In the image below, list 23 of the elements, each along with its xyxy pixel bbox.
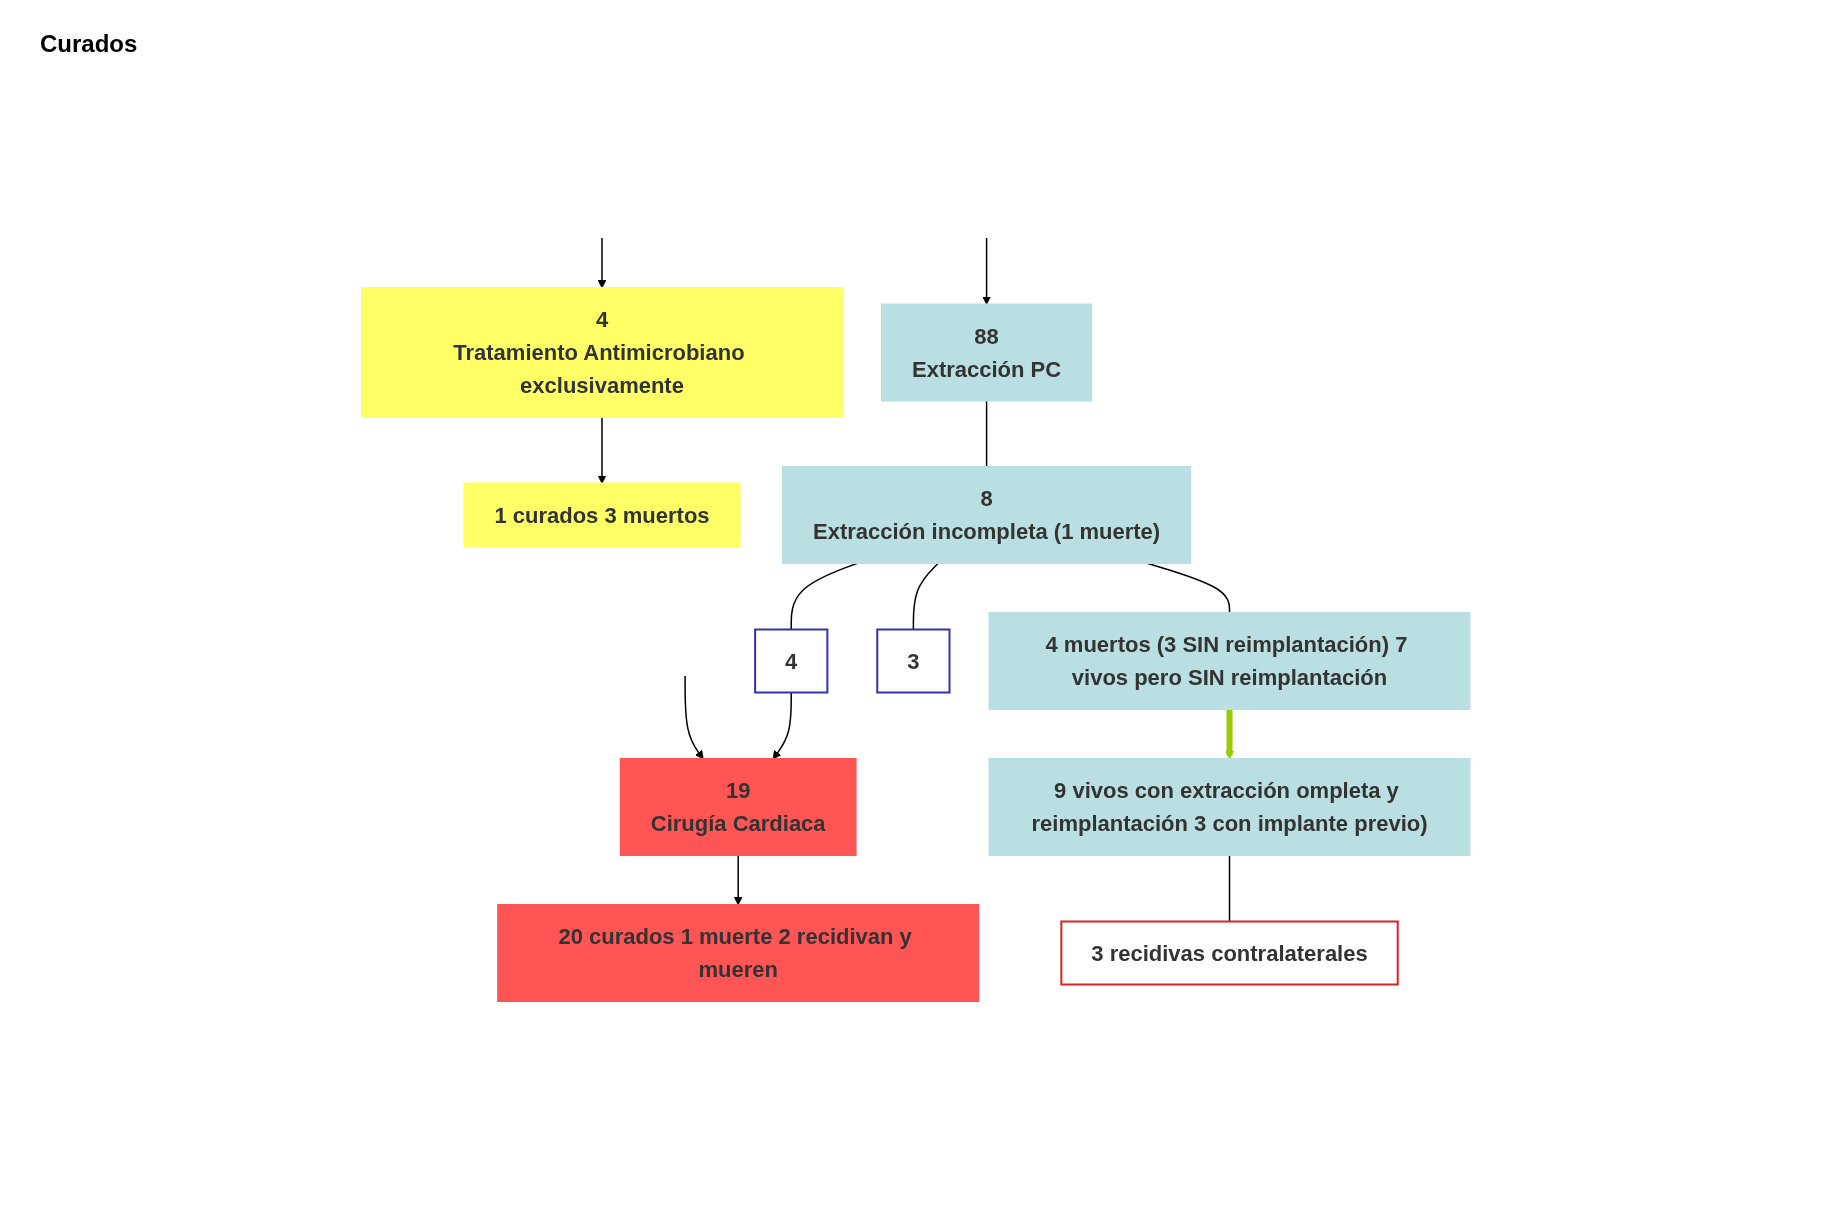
node-box: 1 curados 3 muertos — [463, 482, 741, 547]
arrow — [733, 853, 743, 905]
node-box: 3 recidivas contralaterales — [1060, 920, 1399, 985]
connector — [985, 399, 988, 468]
arrow — [597, 236, 607, 288]
arrow — [684, 674, 704, 759]
connector — [790, 561, 859, 630]
node-box: 4 muertos (3 SIN reimplantación) 7 vivos pero SIN reimplantación — [988, 611, 1471, 710]
connector — [1228, 853, 1230, 922]
arrow — [1224, 708, 1234, 759]
arrow — [772, 691, 792, 759]
node-box: 20 curados 1 muerte 2 recidivan y mueren — [496, 903, 979, 1002]
note-text: Curados — [40, 30, 138, 58]
arrow — [981, 236, 991, 305]
node-box: 8 Extracción incompleta (1 muerte) — [781, 465, 1191, 564]
arrow — [597, 415, 607, 484]
node-box: 4 — [753, 628, 829, 693]
node-box: 4 Tratamiento Antimicrobiano exclusivamente — [360, 286, 843, 418]
node-box: 3 — [876, 628, 951, 693]
node-box: 88 Extracción PC — [880, 303, 1092, 401]
connector — [912, 561, 939, 630]
node-box: 9 vivos con extracción ompleta y reimplantación 3 con implante previo) — [988, 757, 1471, 856]
node-box: 19 Cirugía Cardiaca — [619, 757, 857, 856]
